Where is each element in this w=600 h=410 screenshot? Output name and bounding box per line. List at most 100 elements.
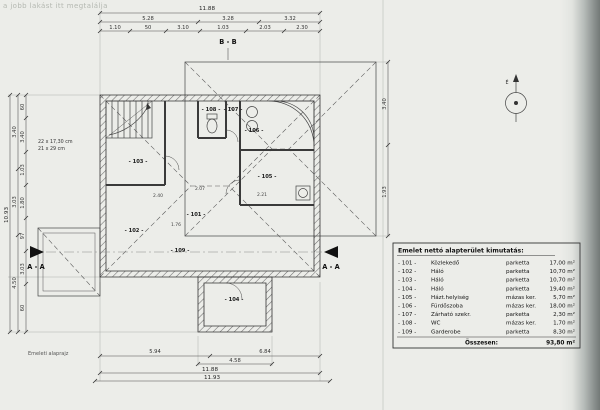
table-cell: parketta [506, 278, 530, 284]
dim-left-fine: 60 [20, 305, 26, 312]
dim-bottom: 4.58 [229, 358, 241, 364]
dim-top-fine: 50 [145, 25, 152, 31]
table-cell: Háló [431, 285, 444, 292]
dim-top-fine: 1.10 [109, 25, 121, 31]
table-rows: - 101 - Közlekedő parketta 17,00 m² - 102 - H… [398, 260, 575, 336]
north-arrowhead [513, 74, 519, 82]
inner-dim: 2.07 [195, 186, 205, 192]
table-cell: 1,70 m² [553, 320, 575, 327]
dim-left-mid: 3.03 [12, 196, 18, 208]
table-total-value: 93,80 m² [546, 340, 575, 347]
dimension-chain-top: 11.88 5.28 3.28 3.32 1.10 50 3.10 1.03 2… [97, 6, 323, 34]
dim-left-fine: 1.03 [20, 164, 26, 176]
room-label-107: - 107 - [224, 107, 243, 113]
room-label-106: - 106 - [245, 128, 264, 134]
inner-dim: 2.40 [153, 193, 163, 199]
room-label-108: - 108 - [202, 107, 221, 113]
room-label-104: - 104 - [225, 297, 244, 303]
table-cell: Zárható szekr. [431, 311, 471, 318]
section-marks: B - B A - A A - A [27, 38, 340, 271]
table-cell: Házt.helyiség [431, 294, 469, 301]
watermark: a jobb lakást itt megtalálja [3, 2, 108, 10]
dim-top-fine: 1.03 [217, 25, 229, 31]
dim-left-overall: 10.93 [4, 207, 10, 223]
table-cell: parketta [506, 286, 530, 292]
table-cell: 5,70 m² [553, 294, 575, 301]
dim-top-mid: 3.32 [284, 16, 296, 22]
table-cell: - 102 - [398, 269, 416, 275]
dim-bottom: 6.84 [259, 349, 271, 355]
table-cell: parketta [506, 312, 530, 318]
north-arrow: É [505, 74, 527, 122]
table-cell: 10,70 m² [550, 268, 575, 275]
stair-note-line2: 21 x 29 cm [38, 146, 65, 152]
section-label-bb: B - B [219, 38, 236, 46]
dim-left-mid: 3.40 [12, 126, 18, 138]
table-cell: 18,00 m² [550, 303, 575, 310]
section-label-aa-left: A - A [27, 263, 45, 271]
table-cell: - 107 - [398, 312, 416, 318]
table-cell: 10,70 m² [550, 277, 575, 284]
area-schedule-table: Emelet nettó alapterület kimutatás: - 10… [392, 242, 581, 349]
stair-note: 22 x 17,30 cm 21 x 29 cm [38, 139, 73, 152]
dim-top-mid: 3.28 [222, 16, 234, 22]
table-cell: parketta [506, 261, 530, 267]
table-cell: - 101 - [398, 261, 416, 267]
room-label-102: - 102 - [125, 228, 144, 234]
dim-left-fine: 3.03 [20, 263, 26, 275]
dim-left-fine: 1.80 [20, 197, 26, 209]
dim-left-fine: 97 [20, 233, 26, 240]
room-label-109: - 109 - [171, 248, 190, 254]
dim-top-overall: 11.88 [199, 6, 215, 12]
table-cell: - 103 - [398, 278, 416, 284]
table-cell: mázas ker. [506, 320, 536, 327]
dim-left-fine: 60 [20, 104, 26, 111]
table-cell: Háló [431, 277, 444, 284]
dim-top-mid: 5.28 [142, 16, 154, 22]
table-cell: 19,40 m² [550, 285, 575, 292]
section-arrow-left [30, 246, 44, 258]
inner-dim: 1.76 [171, 222, 181, 228]
dimension-chain-left: 10.93 3.40 3.03 4.50 60 3.40 1.03 1.80 9… [4, 92, 29, 335]
corner-bathtub [268, 100, 315, 147]
dim-right: 1.93 [382, 186, 388, 198]
room-labels: - 101 - - 102 - - 103 - - 104 - - 105 - … [125, 107, 277, 303]
table-cell: 8,30 m² [553, 328, 575, 335]
table-cell: - 104 - [398, 286, 416, 292]
table-cell: 17,00 m² [550, 260, 575, 267]
dim-bottom: 5.94 [149, 349, 161, 355]
dim-top-fine: 2.03 [259, 25, 271, 31]
table-cell: - 106 - [398, 304, 416, 310]
interior-dimensions: 2.40 2.07 2.21 1.76 [153, 186, 267, 228]
room-label-103: - 103 - [129, 159, 148, 165]
sink [246, 106, 258, 118]
table-total-label: Összesen: [465, 340, 498, 347]
toilet-tank [206, 113, 218, 120]
table-cell: mázas ker. [506, 294, 536, 301]
dim-left-mid: 4.50 [12, 277, 18, 289]
table-cell: Háló [431, 268, 444, 275]
exterior-walls [99, 94, 321, 333]
room-label-105: - 105 - [258, 174, 277, 180]
section-label-aa-right: A - A [322, 263, 340, 271]
sink [246, 120, 258, 132]
terrace [37, 227, 101, 297]
extension-lines [8, 11, 390, 381]
north-label: É [505, 78, 508, 86]
staircase [105, 100, 153, 139]
table-cell: WC [431, 321, 441, 327]
dim-top-fine: 3.10 [177, 25, 189, 31]
table-cell: - 105 - [398, 295, 416, 301]
dim-bottom-overall: 11.88 [202, 367, 218, 373]
table-cell: mázas ker. [506, 303, 536, 310]
interior-walls [106, 101, 314, 206]
table-cell: Közlekedő [431, 261, 460, 267]
roof-outline [99, 61, 377, 278]
table-cell: - 108 - [398, 321, 416, 327]
dim-right: 3.40 [382, 98, 388, 110]
table-cell: parketta [506, 269, 530, 275]
room-label-101: - 101 - [187, 212, 206, 218]
table-cell: Garderobe [431, 329, 461, 335]
